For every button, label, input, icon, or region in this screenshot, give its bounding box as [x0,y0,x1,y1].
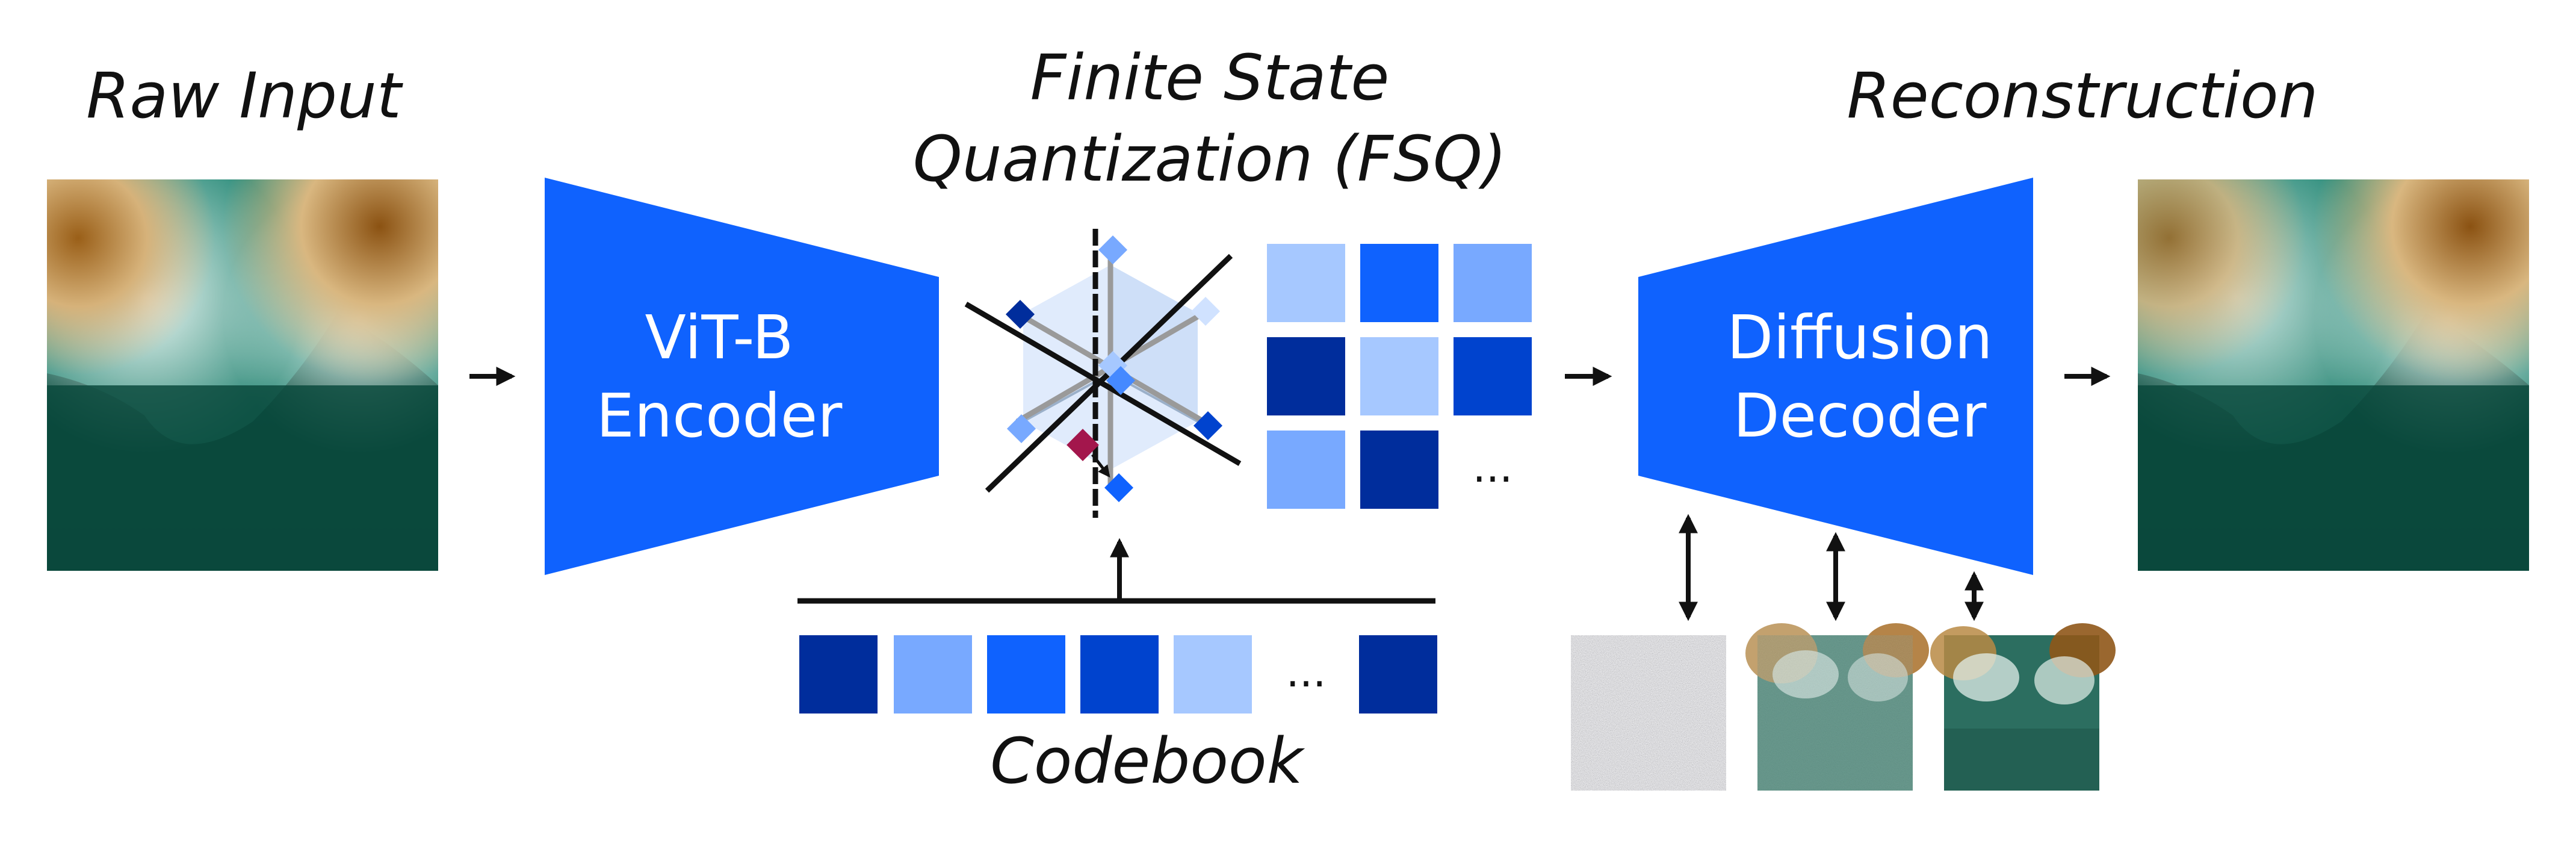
diffusion-partial-image [1745,623,1929,791]
diffusion-nearly-clean-image [1930,623,2116,791]
fsq-title-line1: Finite State [1030,41,1390,114]
codebook-entry [1080,635,1159,714]
fsq-title-line2: Quantization (FSQ) [913,122,1507,196]
quantized-token [1360,337,1438,415]
decoder-label-line2: Decoder [1733,381,1987,451]
codebook-entries: ... [799,635,1437,714]
lattice-axis-1 [964,302,1242,466]
diffusion-steps [1571,514,2116,791]
codebook-connector [797,538,1435,604]
codebook-entry [799,635,878,714]
codebook-entry [1359,635,1437,714]
codebook-entry [987,635,1065,714]
decoder-label-line1: Diffusion [1727,302,1993,373]
codebook-ellipsis: ... [1286,647,1327,697]
quantized-token [1267,244,1345,322]
diffusion-noise-image [1571,635,1726,791]
grid-ellipsis: ... [1473,443,1513,492]
quantized-token [1360,431,1438,509]
reconstruction-image [2138,179,2529,571]
quantized-token [1454,337,1532,415]
fsq-lattice [964,229,1242,518]
codebook-entry [894,635,972,714]
quantized-token [1267,431,1345,509]
quantized-token [1360,244,1438,322]
codebook-label: Codebook [990,724,1305,798]
encoder-label-line1: ViT-B [645,302,793,373]
encoder-label-line2: Encoder [596,381,843,451]
raw-input-image [47,179,438,571]
quantized-token [1267,337,1345,415]
decoder-block: Diffusion Decoder [1638,178,2033,575]
quantized-token-grid: ... [1267,244,1532,509]
encoder-block: ViT-B Encoder [545,178,939,575]
raw-input-label: Raw Input [86,59,403,132]
codebook-entry [1174,635,1252,714]
quantized-token [1454,244,1532,322]
reconstruction-label: Reconstruction [1847,59,2318,132]
